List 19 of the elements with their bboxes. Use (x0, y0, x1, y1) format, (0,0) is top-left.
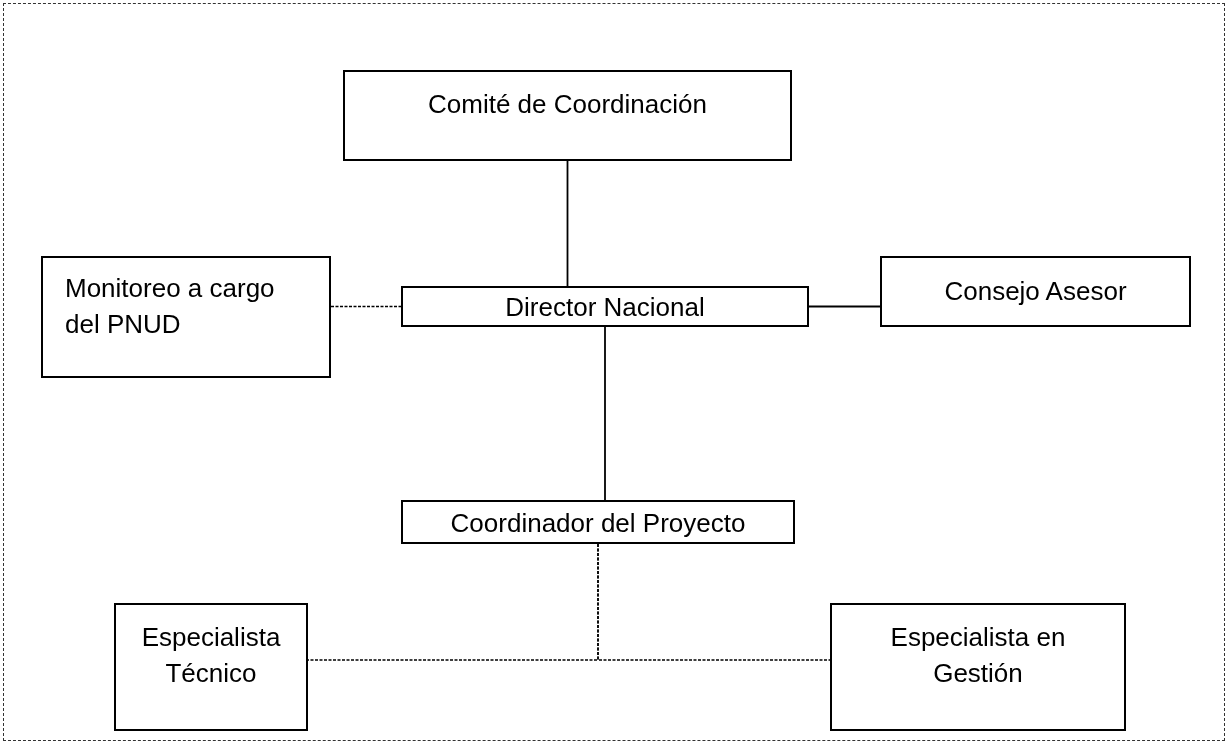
box-label: Monitoreo a cargo del PNUD (65, 272, 276, 341)
box-label: Comité de Coordinación (428, 88, 707, 121)
box-label: Consejo Asesor (944, 275, 1127, 308)
dotted-connector (597, 543, 831, 661)
org-box (880, 256, 1191, 327)
org-box (830, 603, 1126, 731)
org-box (401, 500, 795, 544)
connector-line (566, 160, 569, 287)
connector-line (808, 305, 881, 308)
dotted-connector (330, 305, 402, 308)
box-label: Especialista en Gestión (889, 621, 1067, 690)
box-label: Especialista Técnico (140, 621, 282, 690)
box-label: Coordinador del Proyecto (450, 507, 746, 540)
org-box (401, 286, 809, 327)
org-box (343, 70, 792, 161)
org-box (114, 603, 308, 731)
box-label: Director Nacional (505, 291, 705, 324)
org-box (41, 256, 331, 378)
connector-line (604, 326, 606, 501)
